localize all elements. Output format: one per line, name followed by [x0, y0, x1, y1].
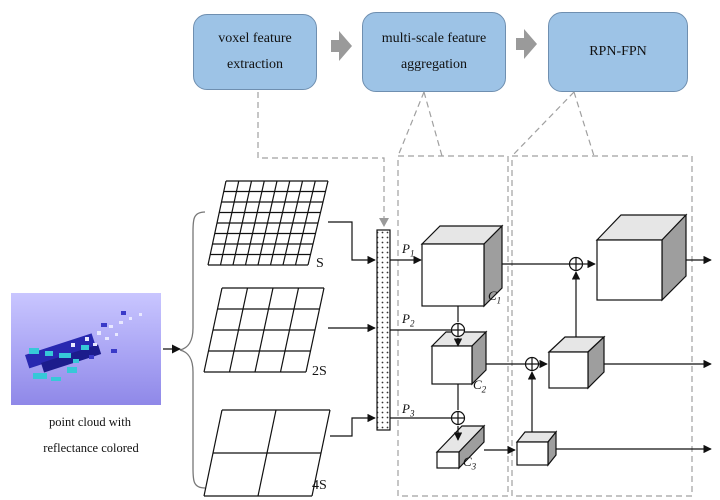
agg-to-fpn-arrows — [484, 259, 596, 455]
stage-box-rpn-fpn: RPN-FPN — [548, 12, 688, 92]
grid-line-v — [279, 287, 300, 373]
grid-2s — [203, 287, 325, 373]
p-arrows — [390, 255, 451, 419]
label-p3: P3 — [402, 401, 415, 419]
grid-line-v — [307, 180, 329, 266]
label-p1: P1 — [402, 241, 415, 259]
grid-line-v — [269, 180, 291, 266]
grid-to-bar-arrows — [328, 221, 376, 437]
grid-line-v — [311, 409, 331, 497]
point-cloud-image — [11, 293, 161, 405]
grid-line-v — [282, 180, 304, 266]
dashed-arrowhead — [379, 218, 389, 227]
grid-label-4s: 4S — [312, 478, 327, 493]
fpn-output-arrows — [556, 255, 712, 454]
sum-node-agg — [450, 322, 466, 426]
grid-line-v — [257, 409, 277, 497]
fpn-cube-small — [515, 430, 558, 467]
grid-line-v — [257, 180, 278, 266]
grid-line-v — [305, 287, 325, 373]
point-cloud-caption-1: point cloud with — [49, 415, 131, 429]
fpn-flow — [527, 271, 581, 432]
label-c3: C3 — [463, 454, 477, 472]
grid-s — [207, 180, 329, 266]
cube-c1 — [420, 224, 504, 308]
label-c1: C1 — [488, 288, 502, 306]
fpn-cube-medium — [547, 335, 606, 390]
fpn-cube-large — [595, 213, 688, 302]
label-c2: C2 — [473, 377, 487, 395]
stage-box-multiscale-aggregation: multi-scale feature aggregation — [362, 12, 506, 92]
cube-c2 — [430, 330, 488, 386]
point-cloud-points — [25, 311, 142, 381]
sum-node-fpn — [524, 256, 584, 372]
dashed-connectors — [257, 91, 693, 497]
grid-label-s: S — [316, 256, 324, 271]
input-brace — [179, 211, 206, 489]
stage-arrow-1 — [331, 31, 352, 61]
grid-line-v — [254, 287, 274, 373]
stage-arrow-2 — [516, 29, 537, 59]
cube-c3 — [435, 424, 486, 470]
concat-bar — [376, 229, 391, 431]
grid-4s — [203, 409, 331, 497]
grid-line-v — [294, 180, 316, 266]
label-p2: P2 — [402, 311, 415, 329]
grid-label-2s: 2S — [312, 364, 327, 379]
point-cloud-caption-2: reflectance colored — [43, 441, 139, 455]
stage-box-voxel-extraction: voxel feature extraction — [193, 14, 317, 90]
